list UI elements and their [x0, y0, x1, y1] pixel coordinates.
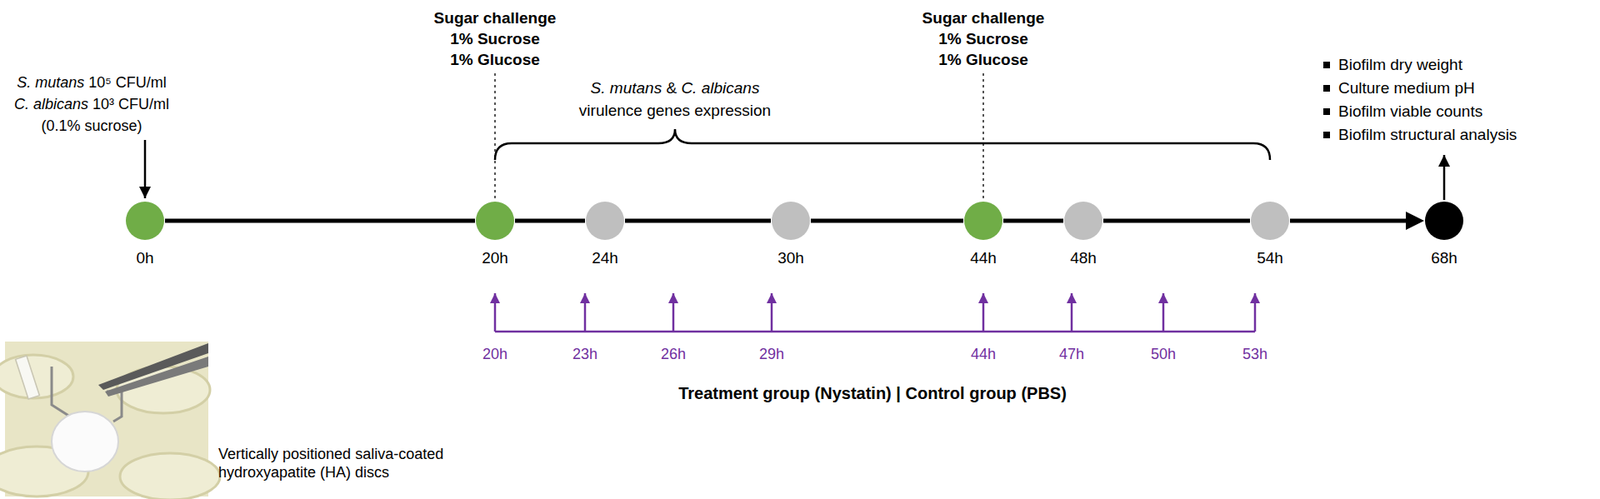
photo-caption: Vertically positioned saliva-coated hydr…	[218, 445, 510, 482]
circle-shape	[125, 200, 165, 241]
outcome-item: Biofilm viable counts	[1338, 102, 1483, 122]
time-point-circle: 30h	[770, 200, 811, 241]
hydroxyapatite-disc-photo	[0, 341, 220, 499]
inoculum-text: C. albicans 10³ CFU/ml	[14, 95, 170, 115]
treatment-time: 23h	[572, 345, 598, 365]
outcome-item: Biofilm dry weight	[1338, 55, 1463, 75]
treatment-time: 29h	[759, 345, 785, 365]
circle-shape	[585, 200, 625, 241]
inoculation-arrow	[144, 140, 147, 199]
timeline-segment	[1290, 219, 1420, 224]
circle-shape	[1424, 200, 1465, 241]
sugar-challenge-text: 1% Glucose	[938, 50, 1029, 70]
circle-shape	[770, 200, 811, 241]
time-point-circle: 0h	[125, 200, 165, 241]
bullet	[1323, 108, 1330, 115]
timeline-segment	[1003, 219, 1064, 224]
timeline-segment	[810, 219, 964, 224]
time-label: 48h	[1070, 249, 1097, 269]
bullet	[1323, 85, 1330, 92]
bullet	[1323, 61, 1330, 69]
time-point-circle: 44h	[963, 200, 1004, 241]
sugar-challenge-text: 1% Glucose	[450, 50, 540, 70]
sugar-challenge-text: Sugar challenge	[922, 9, 1045, 29]
sugar-challenge-text: 1% Sucrose	[938, 30, 1029, 50]
treatment-time: 50h	[1150, 345, 1176, 365]
sugar-challenge-text: Sugar challenge	[434, 9, 557, 29]
time-point-circle: 20h	[475, 200, 515, 241]
treatment-time: 53h	[1242, 345, 1268, 365]
timeline-segment	[625, 219, 771, 224]
treatment-time: 26h	[660, 345, 686, 365]
time-label: 24h	[591, 249, 619, 269]
time-label: 20h	[481, 249, 509, 269]
time-label: 30h	[777, 249, 805, 269]
inoculum-text: S. mutans 10⁵ CFU/ml	[16, 74, 167, 93]
time-point-circle: 54h	[1250, 200, 1290, 241]
sugar-challenge-text: 1% Sucrose	[450, 30, 540, 50]
timeline-segment	[515, 219, 585, 224]
outcome-item: Culture medium pH	[1338, 79, 1475, 99]
circle-shape	[475, 200, 515, 241]
circle-shape	[963, 200, 1004, 241]
treatment-timeline	[495, 293, 1255, 332]
time-point-circle: 48h	[1063, 200, 1104, 241]
bracket-label: virulence genes expression	[579, 101, 771, 121]
group-text: Treatment group (Nystatin) | Control gro…	[678, 383, 1067, 404]
timeline-segment	[1103, 219, 1250, 224]
bracket-label: S. mutans & C. albicans	[590, 79, 760, 99]
time-label: 0h	[135, 249, 154, 269]
circle-shape	[1250, 200, 1290, 241]
sugar-leader	[982, 73, 985, 199]
bullet	[1323, 131, 1330, 139]
time-label: 68h	[1430, 249, 1458, 269]
outcome-arrow	[1443, 155, 1446, 200]
outcome-item: Biofilm structural analysis	[1338, 125, 1517, 145]
inoculum-text: (0.1% sucrose)	[40, 117, 142, 136]
treatment-time: 47h	[1059, 345, 1085, 365]
timeline-segment	[165, 219, 475, 224]
treatment-time: 20h	[482, 345, 508, 365]
sugar-leader	[494, 73, 496, 199]
time-point-circle: 24h	[585, 200, 625, 241]
time-point-circle: 68h	[1424, 200, 1465, 241]
gene-expression-bracket	[495, 129, 1270, 160]
circle-shape	[1063, 200, 1104, 241]
treatment-time: 44h	[970, 345, 996, 365]
time-label: 44h	[970, 249, 997, 269]
time-label: 54h	[1256, 249, 1284, 269]
